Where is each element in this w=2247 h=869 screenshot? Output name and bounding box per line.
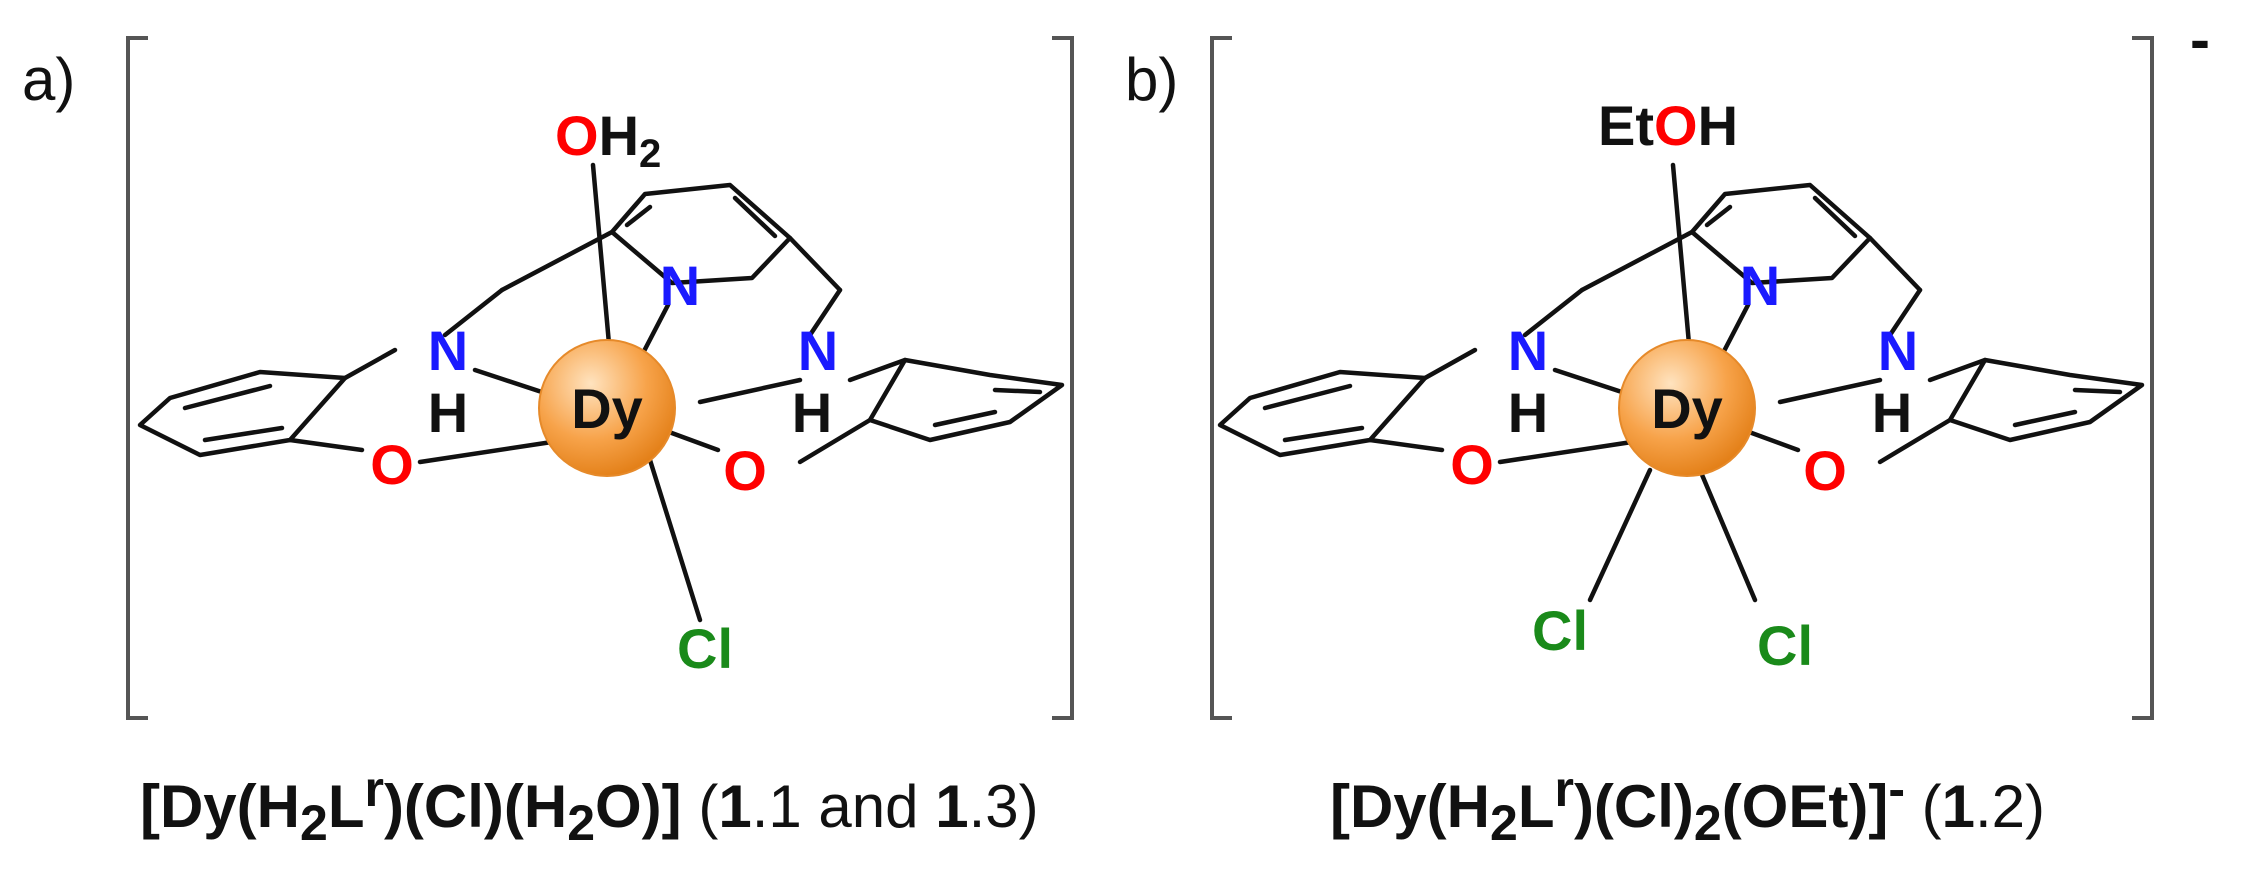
panel-b-left-bracket <box>1210 36 1232 720</box>
panel-b-charge: - <box>2190 6 2210 73</box>
panel-b-left-amine-n: N <box>1508 319 1548 382</box>
panel-b-right-amine-h: H <box>1872 381 1912 444</box>
panel-b-apical-ligand: EtOH <box>1598 94 1738 157</box>
panel-b-cl-left: Cl <box>1532 599 1588 662</box>
caption-a-part: O)] <box>595 773 682 840</box>
panel-a-metal-label: Dy <box>571 377 643 440</box>
panel-b-right-o: O <box>1803 439 1847 502</box>
caption-a-part: L <box>327 773 365 840</box>
panel-a-apical-h: H <box>599 104 639 167</box>
panel-b-label: b) <box>1125 46 1178 113</box>
panel-b-metal-label: Dy <box>1651 377 1723 440</box>
caption-b-sup: - <box>1888 761 1905 817</box>
panel-a-left-amine-h: H <box>428 381 468 444</box>
panel-a-label: a) <box>22 46 75 113</box>
panel-a-right-bracket <box>1052 36 1074 720</box>
caption-a-part: )(Cl)(H <box>383 773 568 840</box>
caption-a-plain: .1 and <box>751 773 936 840</box>
panel-b-pyridine-n: N <box>1740 254 1780 317</box>
panel-a-cl: Cl <box>677 617 733 680</box>
panel-a-right-amine-h: H <box>792 381 832 444</box>
panel-b-dy-sphere <box>1618 339 1756 477</box>
panel-b-left-amine-h: H <box>1508 381 1548 444</box>
panel-b-left-o: O <box>1450 433 1494 496</box>
caption-b-sup: r <box>1554 761 1574 817</box>
panel-a-caption: [Dy(H2Lr)(Cl)(H2O)] (1.1 and 1.3) <box>140 760 1039 852</box>
panel-a-left-amine-n: N <box>428 319 468 382</box>
panel-b-apical-prefix: Et <box>1598 94 1654 157</box>
caption-b-plain: .2) <box>1975 773 2046 840</box>
panel-a-apical-ligand: OH2 <box>555 104 661 176</box>
panel-b-apical-o: O <box>1654 94 1698 157</box>
panel-b-caption: [Dy(H2Lr)(Cl)2(OEt)]- (1.2) <box>1330 760 2045 852</box>
caption-b-part: 1 <box>1941 773 1976 840</box>
caption-b-part: )(Cl) <box>1573 773 1694 840</box>
panel-a-apical-o: O <box>555 104 599 167</box>
caption-a-sub: 2 <box>300 795 328 851</box>
panel-a: a) <box>22 36 1074 720</box>
panel-a-apical-sub: 2 <box>639 132 661 176</box>
caption-b-part: (OEt)] <box>1721 773 1889 840</box>
panel-b: b) - <box>1125 6 2210 720</box>
caption-a-plain: .3) <box>968 773 1039 840</box>
panel-b-right-amine-n: N <box>1878 319 1918 382</box>
panel-a-dy-sphere <box>538 339 676 477</box>
panel-b-right-bracket <box>2132 36 2154 720</box>
caption-b-part: L <box>1517 773 1555 840</box>
caption-b-plain: ( <box>1904 773 1942 840</box>
caption-a-part: [Dy(H <box>140 773 300 840</box>
panel-b-atoms: Dy N N H N H O O Cl Cl EtOH <box>1450 94 1918 677</box>
panel-b-bonds <box>1217 162 2145 603</box>
caption-a-part: 1 <box>935 773 969 840</box>
caption-b-sub: 2 <box>1490 795 1518 851</box>
caption-b-sub: 2 <box>1693 795 1722 851</box>
caption-a-part: 1 <box>718 773 752 840</box>
panel-a-left-bracket <box>126 36 148 720</box>
panel-a-left-o: O <box>370 433 414 496</box>
caption-b-part: [Dy(H <box>1330 773 1490 840</box>
caption-a-plain: ( <box>681 773 719 840</box>
panel-a-right-o: O <box>723 439 767 502</box>
panel-b-apical-h: H <box>1698 94 1738 157</box>
panel-b-cl-right: Cl <box>1757 614 1813 677</box>
caption-a-sub: 2 <box>567 795 596 851</box>
panel-a-atoms: Dy N N H N H O O Cl OH2 <box>370 104 838 680</box>
panel-a-pyridine-n: N <box>660 254 700 317</box>
panel-a-right-amine-n: N <box>798 319 838 382</box>
caption-a-sup: r <box>364 761 384 817</box>
